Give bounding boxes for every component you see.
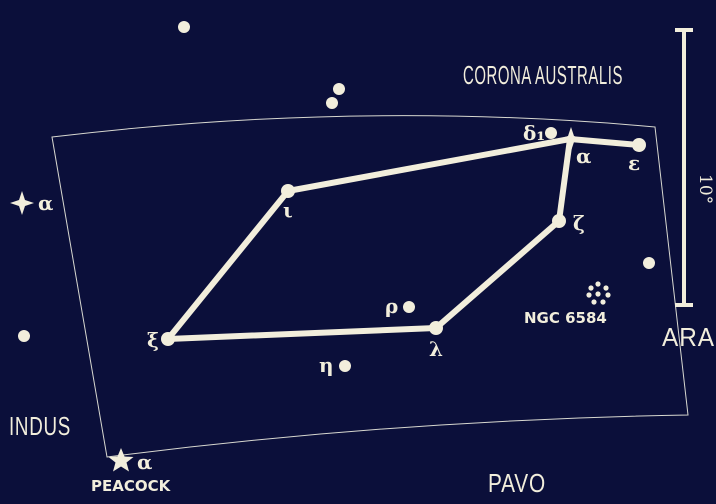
label-peacock: PEACOCK: [91, 477, 172, 495]
label-indus-alpha: α: [38, 191, 53, 215]
field-star: [178, 21, 190, 33]
label-delta1: δ₁: [523, 121, 545, 145]
label-alpha: α: [576, 144, 591, 168]
label-corona-australis: CORONA AUSTRALIS: [463, 60, 623, 90]
label-rho: ρ: [385, 294, 398, 318]
constellation-boundary: [51, 115, 689, 458]
label-epsilon: ε: [628, 151, 640, 175]
label-xi: ξ: [147, 328, 159, 352]
label-pavo-alpha: α: [137, 450, 152, 474]
cluster-icon: [586, 281, 611, 305]
label-zeta: ζ: [573, 211, 585, 235]
star-peacock-icon: [108, 448, 134, 472]
label-lambda: λ: [429, 337, 443, 361]
label-pavo: PAVO: [488, 468, 546, 498]
star-rho: [403, 301, 415, 313]
scale-label: 10°: [695, 174, 715, 204]
star-epsilon: [632, 138, 646, 152]
field-star: [333, 83, 345, 95]
label-indus: INDUS: [9, 411, 71, 441]
field-star: [643, 257, 655, 269]
label-ara: ARA: [662, 322, 715, 352]
star-indus-alpha-icon: [10, 191, 34, 215]
star-delta1: [545, 127, 557, 139]
star-eta: [339, 360, 351, 372]
constellation-figure: [165, 136, 642, 342]
label-eta: η: [319, 353, 334, 377]
star-zeta: [552, 214, 566, 228]
field-star: [326, 97, 338, 109]
label-ngc-6584: NGC 6584: [524, 309, 607, 327]
star-lambda: [429, 321, 443, 335]
star-xi: [161, 332, 175, 346]
label-iota: ι: [283, 198, 293, 222]
star-alpha-icon: [559, 127, 583, 151]
star-iota: [281, 184, 295, 198]
scale-bar: [675, 28, 693, 307]
field-star: [18, 330, 30, 342]
